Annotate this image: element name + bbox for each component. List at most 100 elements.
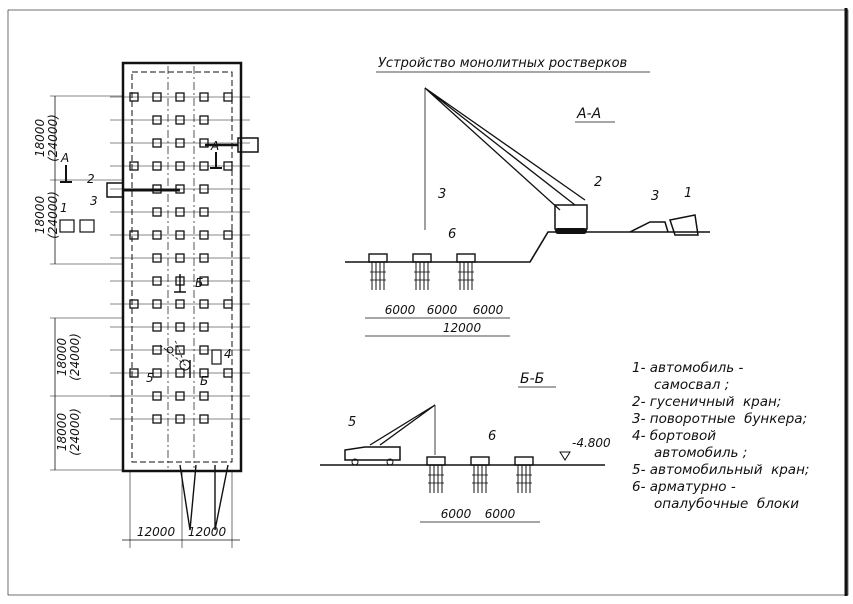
section-mark-b-bottom: Б [200, 374, 208, 388]
pile-cap [223, 299, 233, 309]
section-aa: А-А 2 3 1 3 6 6000 6000 6000 12000 [345, 87, 710, 337]
pile-cap [152, 322, 162, 332]
rotary-bunker [629, 221, 669, 233]
pile-cap [129, 368, 139, 378]
ramps [179, 464, 229, 531]
aa-callout-1: 1 [684, 186, 692, 201]
pile-cap [129, 299, 139, 309]
pile-cap [223, 230, 233, 240]
pile-cap [175, 299, 185, 309]
truck-crane-boom [369, 404, 436, 446]
dim-left-3-alt: (24000) [68, 333, 82, 381]
pile-cap [152, 207, 162, 217]
pile-cap [175, 230, 185, 240]
plan-callout-5: 5 [146, 371, 154, 385]
pit-inner [131, 71, 233, 463]
dump-truck [669, 214, 699, 236]
legend-item-1-cont: самосвал ; [654, 377, 730, 393]
crawler-crane [554, 204, 588, 230]
aa-dim-total: 12000 [443, 321, 482, 335]
aa-callout-3-hook: 3 [438, 187, 446, 202]
pile-cap [175, 322, 185, 332]
pile-cap [199, 230, 209, 240]
aa-dim-1: 6000 [385, 303, 416, 317]
aa-dim-2: 6000 [427, 303, 458, 317]
pile-cap [175, 391, 185, 401]
drawing-title: Устройство монолитных ростверков [378, 56, 627, 71]
section-aa-label: А-А [576, 106, 601, 122]
pile-cap [152, 345, 162, 355]
pile-cap [152, 368, 162, 378]
dump-truck-plan [59, 219, 75, 233]
pile-grid [110, 92, 250, 424]
dim-left-3: 18000 [55, 338, 69, 377]
legend: 1- автомобиль - самосвал ; 2- гусеничный… [632, 360, 809, 513]
formwork-block [456, 253, 476, 263]
pile-cap [175, 115, 185, 125]
pile-cap [199, 184, 209, 194]
plan-callout-2: 2 [87, 172, 95, 186]
formwork-block [368, 253, 388, 263]
crawler-crane-boom [424, 87, 586, 211]
pile-cap [199, 138, 209, 148]
pile-cap [199, 207, 209, 217]
bb-callout-5: 5 [348, 415, 356, 430]
pile-cap [199, 368, 209, 378]
plan-callout-1: 1 [60, 201, 68, 215]
dim-left-1-alt: (24000) [46, 114, 60, 162]
pile-cap [175, 414, 185, 424]
aa-callout-6: 6 [448, 227, 456, 242]
pile-cap [152, 253, 162, 263]
pile-cap [199, 115, 209, 125]
pile-cap [175, 253, 185, 263]
pile-cap [223, 161, 233, 171]
pile-cap [199, 92, 209, 102]
pile-cap [129, 92, 139, 102]
pile-cap [152, 276, 162, 286]
bb-dim-1: 6000 [441, 507, 472, 521]
bb-level: -4.800 [572, 436, 611, 450]
section-bb-label: Б-Б [520, 371, 544, 387]
formwork-block [426, 456, 446, 466]
legend-item-4: 4- бортовой [632, 428, 717, 444]
pile-cap [199, 161, 209, 171]
pile-cap [199, 414, 209, 424]
truck-crane [344, 446, 401, 461]
dim-left-2: 18000 [33, 196, 47, 235]
pile-cap [175, 92, 185, 102]
section-bb: Б-Б 5 6 -4.800 6000 6000 [320, 371, 611, 523]
legend-item-6-cont: опалубочные блоки [654, 496, 800, 512]
pile-cap [175, 345, 185, 355]
pile-cap [152, 138, 162, 148]
pile-cap [152, 115, 162, 125]
pile-cap [129, 161, 139, 171]
dim-left-1: 18000 [33, 119, 47, 158]
pile-cap [175, 207, 185, 217]
formwork-block [412, 253, 432, 263]
pile-cap [152, 92, 162, 102]
legend-item-6: 6- арматурно - [632, 479, 736, 495]
aa-dim-3: 6000 [473, 303, 504, 317]
pile-cap [175, 138, 185, 148]
pile-cap [199, 276, 209, 286]
bb-callout-6: 6 [488, 429, 496, 444]
pile-cap [175, 161, 185, 171]
section-mark-b-top: Б [195, 276, 203, 290]
pile-cap [199, 345, 209, 355]
pile-cap [223, 368, 233, 378]
formwork-block [514, 456, 534, 466]
dim-bottom-1: 12000 [137, 525, 176, 539]
ground-line-aa [345, 231, 710, 263]
legend-item-2: 2- гусеничный кран; [632, 394, 782, 410]
sheet-frame [7, 9, 849, 596]
dim-left-4: 18000 [55, 413, 69, 452]
pile-cap [199, 391, 209, 401]
legend-item-4-cont: автомобиль ; [654, 445, 748, 461]
pile-cap [199, 322, 209, 332]
legend-item-5: 5- автомобильный кран; [632, 462, 810, 478]
aa-callout-2: 2 [594, 175, 602, 190]
section-mark-a-left: А [60, 151, 69, 165]
pile-cap [175, 368, 185, 378]
legend-item-1: 1- автомобиль - [632, 360, 744, 376]
